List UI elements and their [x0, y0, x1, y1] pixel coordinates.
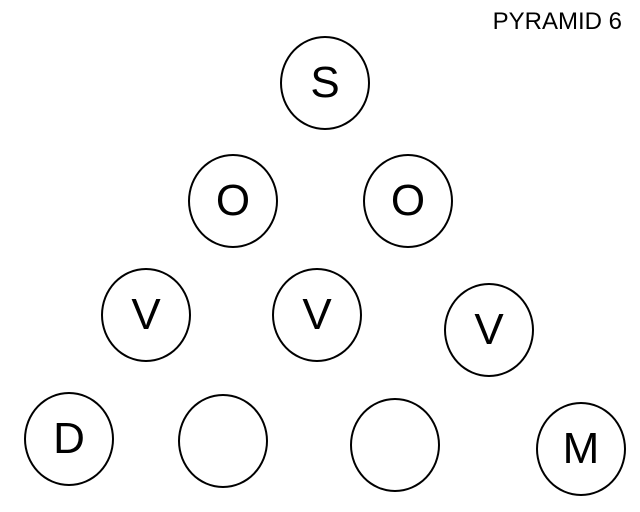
pyramid-cell-r4-c4[interactable]: M [536, 402, 626, 496]
cell-letter: D [53, 414, 85, 463]
cell-letter: O [390, 176, 426, 225]
pyramid-cell-r4-c2[interactable] [178, 394, 268, 488]
cell-letter: S [310, 58, 340, 107]
pyramid-cell-r4-c1[interactable]: D [24, 392, 114, 486]
cell-letter: V [474, 305, 504, 354]
pyramid-cell-r4-c3[interactable] [350, 398, 440, 492]
cell-letter: V [131, 290, 161, 339]
pyramid-cell-r1-c1[interactable]: S [280, 36, 370, 130]
pyramid-cell-r2-c2[interactable]: O [363, 154, 453, 248]
cell-letter: O [215, 176, 251, 225]
cell-letter: V [302, 290, 332, 339]
puzzle-title: PYRAMID 6 [492, 8, 622, 35]
cell-letter: M [562, 424, 600, 473]
pyramid-cell-r3-c1[interactable]: V [101, 268, 191, 362]
pyramid-cell-r2-c1[interactable]: O [188, 154, 278, 248]
pyramid-cell-r3-c2[interactable]: V [272, 268, 362, 362]
pyramid-cell-r3-c3[interactable]: V [444, 283, 534, 377]
